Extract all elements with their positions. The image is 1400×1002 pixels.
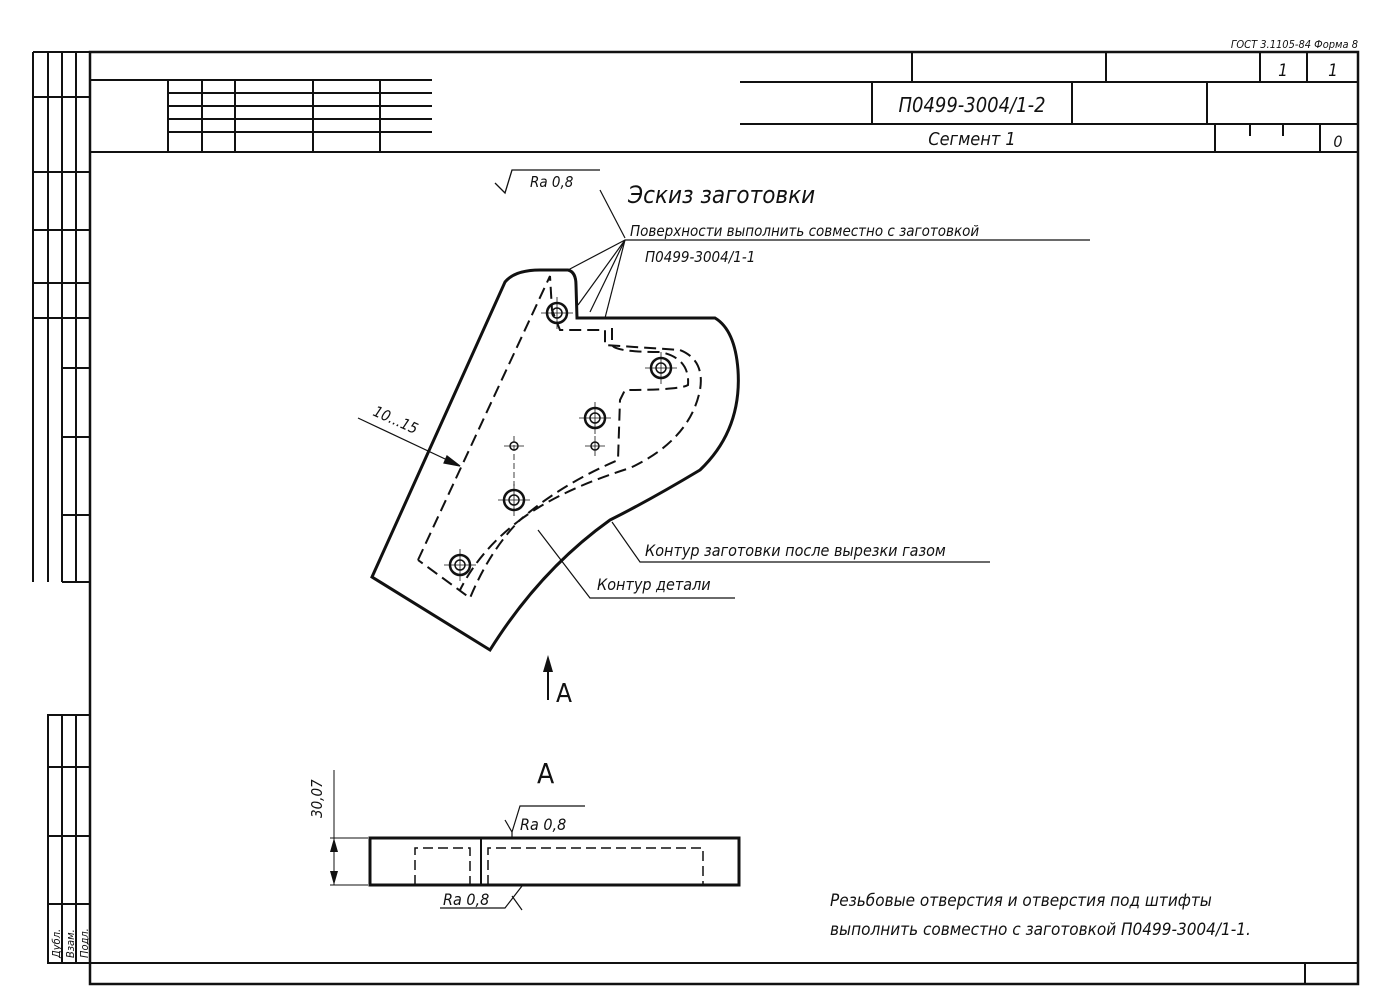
roughness-view-top: Ra 0,8 [520,815,566,834]
document-number: П0499-3004/1-2 [898,93,1045,117]
side-label-dubl: Дубл. [50,929,63,959]
header-grid [90,52,1358,152]
note-bottom-line2: выполнить совместно с заготовкой П0499-3… [830,920,1251,940]
note-surfaces-line2: П0499-3004/1-1 [645,248,755,266]
view-title: A [537,757,555,790]
holes [444,297,677,581]
roughness-symbol [494,169,600,195]
roughness-top: Ra 0,8 [530,173,573,191]
pin-hole [585,436,605,456]
view-arrow [543,655,553,700]
hole [444,549,476,581]
code-value: 0 [1333,132,1342,151]
hole [541,297,573,329]
sheet-number: 1 [1278,61,1288,81]
note-surfaces-line1: Поверхности выполнить совместно с загото… [630,222,979,240]
form-standard: ГОСТ 3.1105-84 Форма 8 [1231,38,1358,51]
dimension-offset: 10...15 [370,402,420,438]
view-a [330,770,741,911]
view-arrow-label: A [556,679,572,709]
sheet-count: 1 [1328,61,1338,81]
side-label-vzam: Взам. [64,929,77,958]
left-strip [32,51,91,964]
sketch-heading: Эскиз заготовки [627,181,815,209]
leader-lines [567,239,626,319]
note-bottom-line1: Резьбовые отверстия и отверстия под штиф… [830,891,1212,911]
hole [645,352,677,384]
hole [498,484,530,516]
blank-contour [370,268,740,653]
pin-hole [504,436,524,486]
roughness-view-bottom: Ra 0,8 [443,890,489,909]
label-part: Контур детали [597,575,711,594]
drawing-frame [88,50,1360,986]
dimension-thickness: 30,07 [308,779,326,818]
hole [579,402,611,434]
side-label-podl: Подл. [78,928,91,958]
offset-dimension [357,417,461,467]
operation-name: Сегмент 1 [928,129,1015,150]
label-gas-cut: Контур заготовки после вырезки газом [645,541,946,560]
